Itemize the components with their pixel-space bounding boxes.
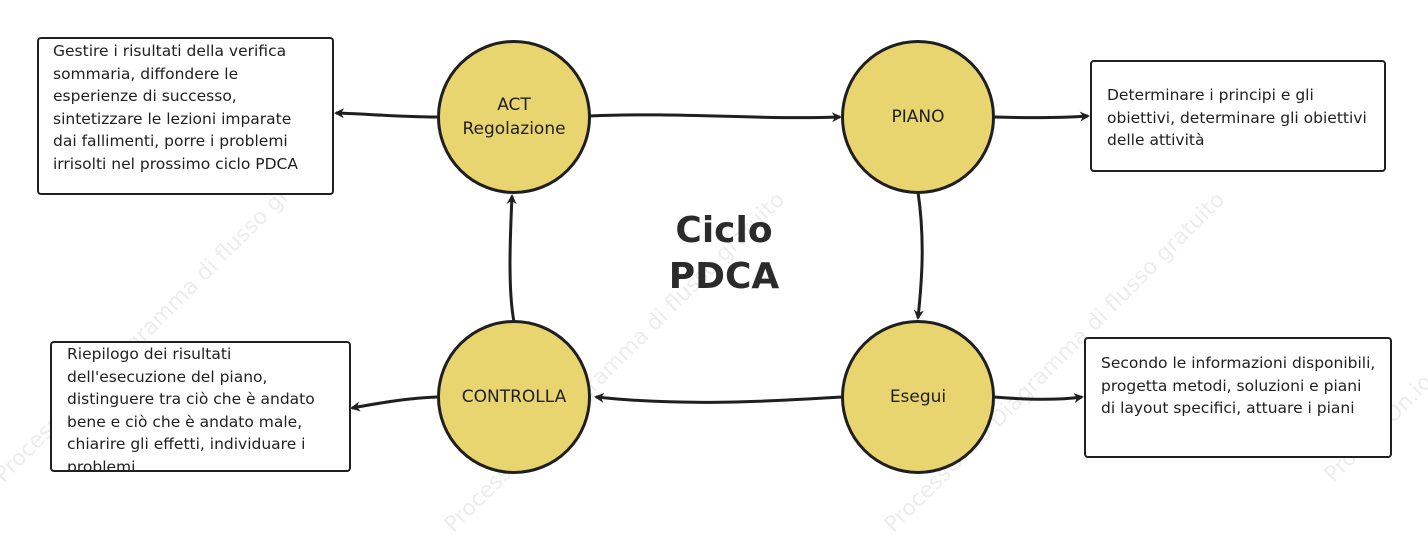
- arrow-controlla-to-note: [350, 395, 438, 412]
- note-esegui[interactable]: Secondo le informazioni disponibili, pro…: [1084, 337, 1392, 458]
- arrow-act-to-note: [334, 108, 438, 119]
- node-act[interactable]: ACT Regolazione: [437, 40, 591, 194]
- arrow-piano-to-note: [993, 111, 1090, 122]
- arrow-controlla-to-act: [506, 194, 517, 323]
- node-esegui-label: Esegui: [889, 387, 947, 407]
- arrow-esegui-to-controlla: [594, 392, 843, 404]
- node-act-label: ACT Regolazione: [462, 95, 566, 139]
- connector-layer: [334, 108, 1090, 412]
- node-piano-label: PIANO: [891, 107, 945, 127]
- note-act[interactable]: Gestire i risultati della verifica somma…: [37, 37, 334, 195]
- arrow-esegui-to-note: [993, 393, 1084, 404]
- node-esegui[interactable]: Esegui: [841, 320, 995, 474]
- diagram-title: Ciclo PDCA: [668, 210, 780, 297]
- node-controlla-label: CONTROLLA: [461, 387, 567, 407]
- note-controlla[interactable]: Riepilogo dei risultati dell'esecuzione …: [50, 341, 351, 472]
- arrow-piano-to-esegui: [913, 191, 924, 320]
- node-piano[interactable]: PIANO: [841, 40, 995, 194]
- note-piano[interactable]: Determinare i principi e gli obiettivi, …: [1090, 60, 1386, 172]
- arrow-act-to-piano: [589, 112, 842, 123]
- node-controlla[interactable]: CONTROLLA: [437, 320, 591, 474]
